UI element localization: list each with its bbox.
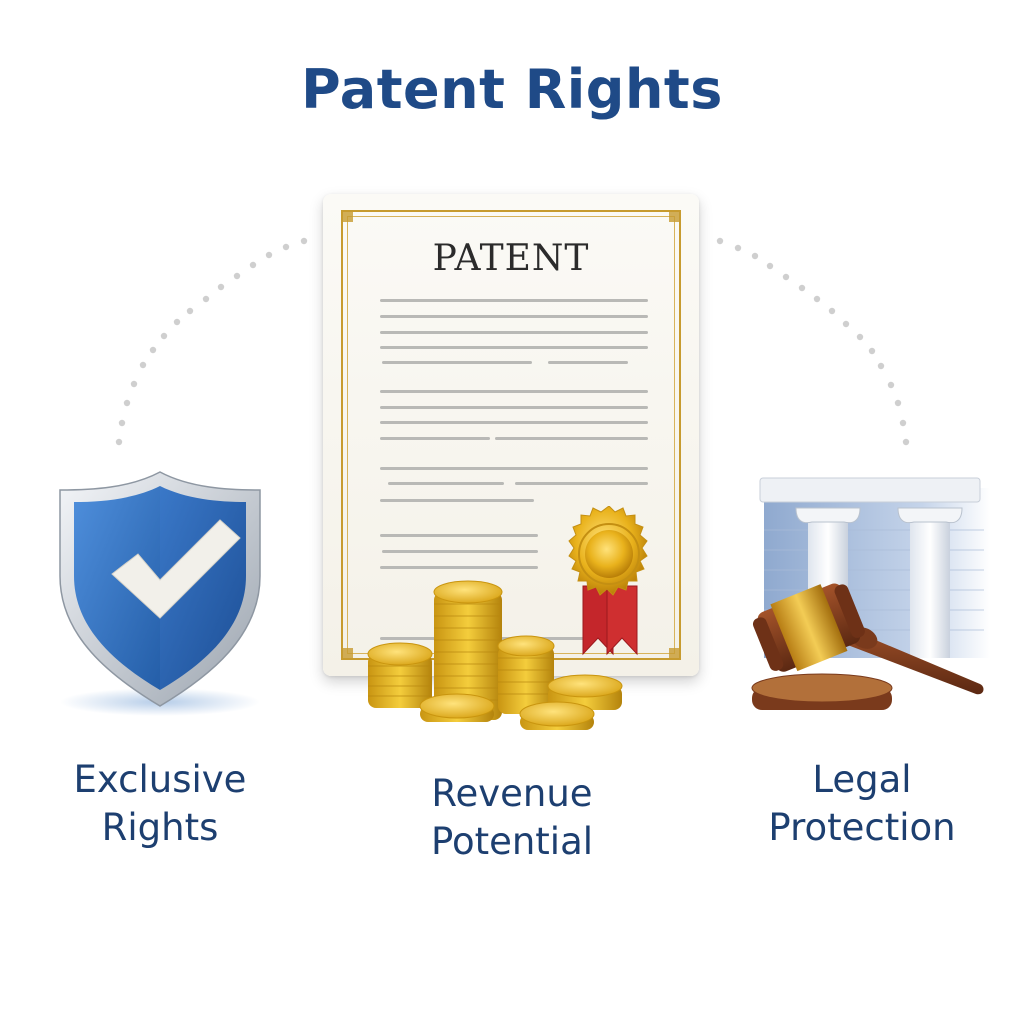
label-line: Protection: [768, 806, 956, 849]
text-line: [380, 390, 648, 393]
text-line: [380, 315, 648, 318]
label-line: Revenue: [431, 772, 593, 815]
corner-ornament: [343, 212, 353, 222]
text-line: [495, 437, 648, 440]
gavel-courthouse-icon: [751, 477, 990, 710]
label-line: Exclusive: [73, 758, 247, 801]
gold-coins-icon: [367, 580, 623, 730]
text-line: [382, 361, 532, 364]
corner-ornament: [343, 648, 353, 658]
text-line: [382, 550, 538, 553]
shield-check-icon: [59, 471, 261, 716]
text-line: [548, 361, 628, 364]
text-line: [380, 566, 538, 569]
corner-ornament: [669, 212, 679, 222]
text-line: [388, 482, 504, 485]
document-heading: PATENT: [432, 238, 590, 279]
text-line: [380, 499, 534, 502]
text-line: [380, 299, 648, 302]
label-line: Potential: [430, 820, 594, 863]
label-exclusive-rights: Exclusive Rights: [40, 756, 280, 852]
label-line: Legal: [812, 758, 912, 801]
text-line: [380, 467, 648, 470]
text-line: [380, 421, 648, 424]
text-line: [380, 534, 538, 537]
text-line: [380, 406, 648, 409]
corner-ornament: [669, 648, 679, 658]
label-revenue-potential: Revenue Potential: [392, 770, 632, 866]
text-line: [515, 482, 648, 485]
label-line: Rights: [101, 806, 219, 849]
text-line: [380, 331, 648, 334]
page-title: Patent Rights: [301, 58, 723, 121]
text-line: [380, 346, 648, 349]
text-line: [380, 437, 490, 440]
label-legal-protection: Legal Protection: [732, 756, 992, 852]
gold-seal-icon: [568, 506, 648, 656]
